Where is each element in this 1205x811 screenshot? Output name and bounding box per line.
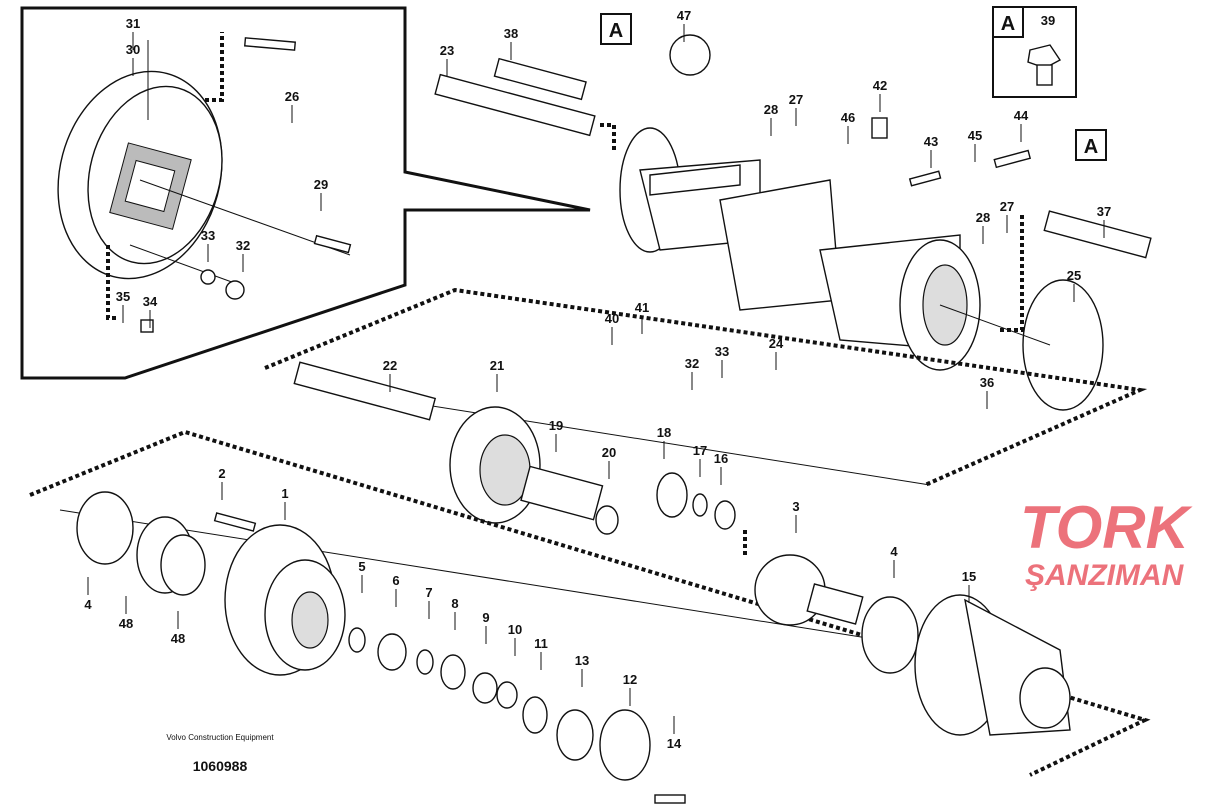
- callout-4: 4: [890, 544, 898, 559]
- watermark-logo: TORK ŞANZIMAN: [1020, 494, 1193, 592]
- callout-48: 48: [119, 616, 133, 631]
- callout-22: 22: [383, 358, 397, 373]
- axle-housing: [619, 127, 981, 371]
- callout-30: 30: [126, 42, 140, 57]
- callout-17: 17: [693, 443, 707, 458]
- cover-plate-detail: [57, 70, 223, 280]
- callout-7: 7: [425, 585, 432, 600]
- callout-14: 14: [667, 736, 682, 751]
- callout-32: 32: [685, 356, 699, 371]
- callout-42: 42: [873, 78, 887, 93]
- reference-mark: A: [1084, 136, 1098, 158]
- callout-33: 33: [201, 228, 215, 243]
- callout-2: 2: [218, 466, 225, 481]
- reference-box-a-1: [600, 13, 632, 45]
- callout-20: 20: [602, 445, 616, 460]
- callout-16: 16: [714, 451, 728, 466]
- detail-inset-frame: [20, 6, 591, 380]
- callout-28: 28: [764, 102, 778, 117]
- callout-24: 24: [769, 336, 784, 351]
- callout-36: 36: [980, 375, 994, 390]
- callout-8: 8: [451, 596, 458, 611]
- reference-mark: A: [1001, 13, 1015, 35]
- callout-41: 41: [635, 300, 649, 315]
- callout-27: 27: [789, 92, 803, 107]
- callout-9: 9: [482, 610, 489, 625]
- callout-33: 33: [715, 344, 729, 359]
- callout-45: 45: [968, 128, 982, 143]
- callout-46: 46: [841, 110, 855, 125]
- callout-3: 3: [792, 499, 799, 514]
- svg-text:TORK: TORK: [1020, 494, 1193, 561]
- callout-44: 44: [1014, 108, 1029, 123]
- callout-48: 48: [171, 631, 185, 646]
- callout-18: 18: [657, 425, 671, 440]
- callout-40: 40: [605, 311, 619, 326]
- callout-43: 43: [924, 134, 938, 149]
- reference-mark: A: [609, 20, 623, 42]
- drawing-number: 1060988: [192, 758, 248, 774]
- callout-10: 10: [508, 622, 522, 637]
- callout-35: 35: [116, 289, 130, 304]
- callout-25: 25: [1067, 268, 1081, 283]
- callout-11: 11: [534, 636, 548, 651]
- callout-6: 6: [392, 573, 399, 588]
- manufacturer-label: Volvo Construction Equipment: [166, 733, 274, 742]
- callout-12: 12: [623, 672, 637, 687]
- callout-23: 23: [440, 43, 454, 58]
- wheel-hub: [224, 524, 346, 676]
- callout-21: 21: [490, 358, 504, 373]
- callout-39: 39: [1041, 13, 1055, 28]
- brake-drum: [914, 594, 1071, 736]
- hub-shaft: [754, 554, 864, 626]
- callout-31: 31: [126, 16, 140, 31]
- callout-13: 13: [575, 653, 589, 668]
- callout-37: 37: [1097, 204, 1111, 219]
- callout-5: 5: [358, 559, 365, 574]
- callout-47: 47: [677, 8, 691, 23]
- callout-4: 4: [84, 597, 92, 612]
- svg-text:ŞANZIMAN: ŞANZIMAN: [1025, 559, 1185, 592]
- callout-1: 1: [281, 486, 288, 501]
- callout-38: 38: [504, 26, 518, 41]
- callout-34: 34: [143, 294, 158, 309]
- callout-27: 27: [1000, 199, 1014, 214]
- callout-15: 15: [962, 569, 976, 584]
- planetary-carrier: [449, 406, 541, 524]
- callout-19: 19: [549, 418, 563, 433]
- callout-32: 32: [236, 238, 250, 253]
- callout-29: 29: [314, 177, 328, 192]
- callout-26: 26: [285, 89, 299, 104]
- callout-28: 28: [976, 210, 990, 225]
- reference-box-a-2: [1075, 129, 1107, 161]
